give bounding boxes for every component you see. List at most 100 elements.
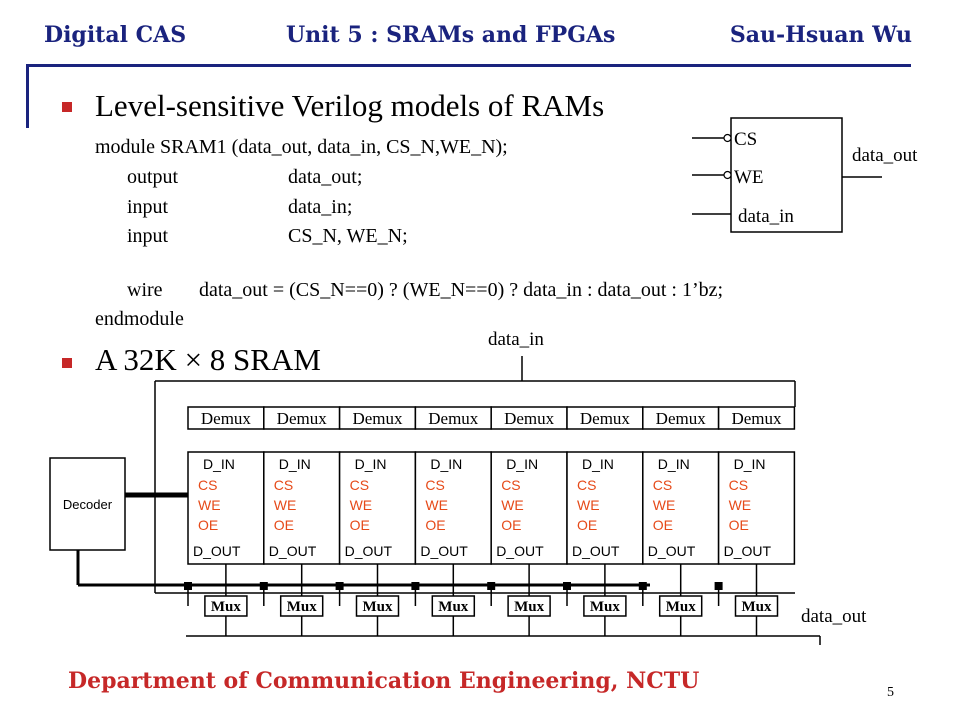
cell-oe-label-3: OE [350,517,370,533]
bullet-1 [62,102,72,112]
section2-title: A 32K × 8 SRAM [95,342,321,377]
decoder-box [49,457,126,551]
code-input1-keyword: input [127,196,169,218]
block-cs-label: CS [734,129,757,150]
mux-label-3: Mux [363,599,394,615]
memory-cell-7 [642,451,720,565]
memory-cell-5 [490,451,568,565]
cell-cs-label-5: CS [501,477,520,493]
select-junction-7 [638,582,647,590]
we-inversion-bubble [723,170,732,180]
cell-cs-label-3: CS [350,477,369,493]
mux-label-1: Mux [211,599,242,615]
cell-d-in-label-2: D_IN [279,456,311,472]
code-output-keyword: output [127,166,179,188]
mux-label-5: Mux [514,599,545,615]
cell-d-out-label-4: D_OUT [420,543,468,559]
cell-we-label-1: WE [198,497,221,513]
code-wire-keyword: wire [127,279,163,301]
demux-label-5: Demux [504,409,555,428]
cell-d-in-label-4: D_IN [430,456,462,472]
cell-we-label-5: WE [501,497,524,513]
array-data-out-label: data_out [801,606,867,627]
block-data-out-label: data_out [852,145,918,166]
code-input2-value: CS_N, WE_N; [288,225,408,247]
memory-cell-6 [566,451,644,565]
cell-d-out-label-8: D_OUT [724,543,772,559]
cell-d-out-label-1: D_OUT [193,543,241,559]
cell-d-out-label-6: D_OUT [572,543,620,559]
mux-label-8: Mux [742,599,773,615]
demux-label-2: Demux [277,409,328,428]
demux-label-6: Demux [580,409,631,428]
cell-oe-label-4: OE [425,517,445,533]
footer-department: Department of Communication Engineering,… [68,668,700,694]
code-module-line: module SRAM1 (data_out, data_in, CS_N,WE… [95,136,508,158]
mux-label-6: Mux [590,599,621,615]
cell-we-label-7: WE [653,497,676,513]
cell-oe-label-1: OE [198,517,218,533]
demux-label-7: Demux [656,409,707,428]
mux-label-4: Mux [438,599,469,615]
mux-label-2: Mux [287,599,318,615]
demux-label-8: Demux [731,409,782,428]
cell-we-label-3: WE [350,497,373,513]
demux-label-3: Demux [352,409,403,428]
cell-d-out-label-2: D_OUT [269,543,317,559]
cell-d-in-label-6: D_IN [582,456,614,472]
mux-label-7: Mux [666,599,697,615]
sram1-block: CS WE data_in data_out [692,117,918,233]
memory-cell-8 [717,451,796,565]
cell-d-out-label-5: D_OUT [496,543,544,559]
cell-d-out-label-7: D_OUT [648,543,696,559]
code-wire-value: data_out = (CS_N==0) ? (WE_N==0) ? data_… [199,279,724,301]
cell-d-in-label-3: D_IN [355,456,387,472]
cell-we-label-2: WE [274,497,297,513]
select-junction-4 [411,582,420,590]
cell-d-in-label-7: D_IN [658,456,690,472]
page-number: 5 [887,685,894,700]
demux-box-8 [717,406,796,430]
select-junction-6 [563,582,571,590]
select-junction-8 [714,582,723,590]
cell-cs-label-8: CS [729,477,748,493]
cell-we-label-8: WE [729,497,752,513]
decoder-label: Decoder [63,497,113,512]
array-data-in-label: data_in [488,329,544,350]
cell-d-in-label-5: D_IN [506,456,538,472]
cell-we-label-6: WE [577,497,600,513]
cell-d-in-label-8: D_IN [734,456,766,472]
header-unit: Unit 5 : SRAMs and FPGAs [286,22,616,48]
select-junction-5 [487,582,496,590]
select-junction-3 [335,582,344,590]
cell-cs-label-4: CS [425,477,444,493]
cell-cs-label-1: CS [198,477,217,493]
cs-inversion-bubble [723,133,732,143]
cell-oe-label-2: OE [274,517,294,533]
demux-label-1: Demux [201,409,252,428]
demux-label-4: Demux [428,409,479,428]
memory-cell-4 [414,451,492,565]
cell-cs-label-7: CS [653,477,672,493]
code-output-value: data_out; [288,166,363,188]
header-course: Digital CAS [44,22,187,48]
cell-cs-label-2: CS [274,477,293,493]
select-junction-2 [259,582,268,590]
cell-d-out-label-3: D_OUT [345,543,393,559]
block-data-in-label: data_in [738,206,794,227]
code-input2-keyword: input [127,225,169,247]
cell-cs-label-6: CS [577,477,596,493]
cell-oe-label-8: OE [729,517,749,533]
cell-oe-label-7: OE [653,517,673,533]
bullet-2 [62,358,72,368]
cell-we-label-4: WE [425,497,448,513]
code-endmodule: endmodule [95,308,184,330]
memory-cell-3 [338,451,417,565]
cell-oe-label-5: OE [501,517,521,533]
block-we-label: WE [734,167,764,188]
select-junction-1 [184,582,192,590]
memory-cell-1 [187,451,265,565]
code-input1-value: data_in; [288,196,353,218]
